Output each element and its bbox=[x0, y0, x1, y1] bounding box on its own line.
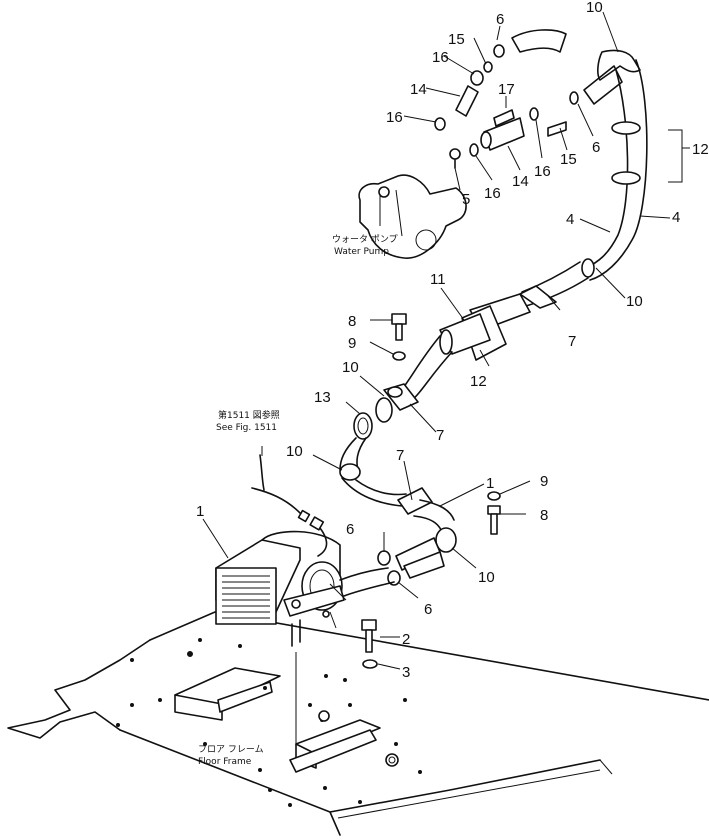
water-pump bbox=[358, 174, 467, 259]
water-pump-label-jp: ウォータ ポンプ bbox=[332, 234, 398, 245]
see-fig-label-en: See Fig. 1511 bbox=[216, 423, 277, 433]
callout-15: 15 bbox=[448, 31, 465, 48]
callout-12: 12 bbox=[692, 141, 709, 158]
callout-4: 4 bbox=[672, 209, 680, 226]
callout-11: 11 bbox=[430, 271, 446, 288]
callout-10: 10 bbox=[478, 569, 495, 586]
callout-16: 16 bbox=[386, 109, 403, 126]
callout-10: 10 bbox=[342, 359, 359, 376]
water-pump-label-en: Water Pump bbox=[334, 247, 389, 257]
callout-7: 7 bbox=[396, 447, 404, 464]
captions: ウォータ ポンプ Water Pump 第1511 図参照 See Fig. 1… bbox=[198, 234, 398, 767]
callout-4: 4 bbox=[566, 211, 574, 228]
callout-numbers: 1 1 2 3 4 4 5 6 6 6 6 7 7 7 8 8 9 9 10 1… bbox=[196, 0, 709, 681]
callout-10: 10 bbox=[586, 0, 603, 16]
callout-8: 8 bbox=[348, 313, 356, 330]
callout-2: 2 bbox=[402, 631, 410, 648]
callout-17: 17 bbox=[498, 81, 515, 98]
floor-frame-label-en: Floor Frame bbox=[198, 757, 252, 767]
callout-9: 9 bbox=[540, 473, 548, 490]
callout-13: 13 bbox=[314, 389, 331, 406]
callout-3: 3 bbox=[402, 664, 410, 681]
callout-10: 10 bbox=[286, 443, 303, 460]
callout-14: 14 bbox=[512, 173, 529, 190]
heater-unit bbox=[215, 530, 345, 647]
callout-6: 6 bbox=[424, 601, 432, 618]
floor-holes bbox=[116, 638, 422, 807]
callout-16: 16 bbox=[432, 49, 449, 66]
upper-hoses bbox=[511, 29, 648, 281]
callout-16: 16 bbox=[534, 163, 551, 180]
mid-hoses bbox=[339, 261, 589, 597]
see-fig-label-jp: 第1511 図参照 bbox=[218, 409, 280, 421]
callout-7: 7 bbox=[568, 333, 576, 350]
callout-14: 14 bbox=[410, 81, 427, 98]
top-fittings bbox=[434, 44, 579, 169]
floor-frame bbox=[7, 611, 709, 836]
leader-lines bbox=[202, 11, 690, 750]
callout-8: 8 bbox=[540, 507, 548, 524]
callout-6: 6 bbox=[592, 139, 600, 156]
callout-9: 9 bbox=[348, 335, 356, 352]
callout-16: 16 bbox=[484, 185, 501, 202]
callout-15: 15 bbox=[560, 151, 577, 168]
callout-6: 6 bbox=[496, 11, 504, 28]
callout-1: 1 bbox=[486, 475, 494, 492]
floor-frame-label-jp: フロア フレーム bbox=[198, 744, 264, 755]
heater-grille bbox=[222, 575, 270, 619]
callout-6: 6 bbox=[346, 521, 354, 538]
callout-5: 5 bbox=[462, 191, 470, 208]
callout-12: 12 bbox=[470, 373, 487, 390]
callout-1: 1 bbox=[196, 503, 204, 520]
callout-7: 7 bbox=[436, 427, 444, 444]
callout-10: 10 bbox=[626, 293, 643, 310]
wire-harness bbox=[251, 454, 328, 557]
fasteners bbox=[361, 313, 501, 669]
